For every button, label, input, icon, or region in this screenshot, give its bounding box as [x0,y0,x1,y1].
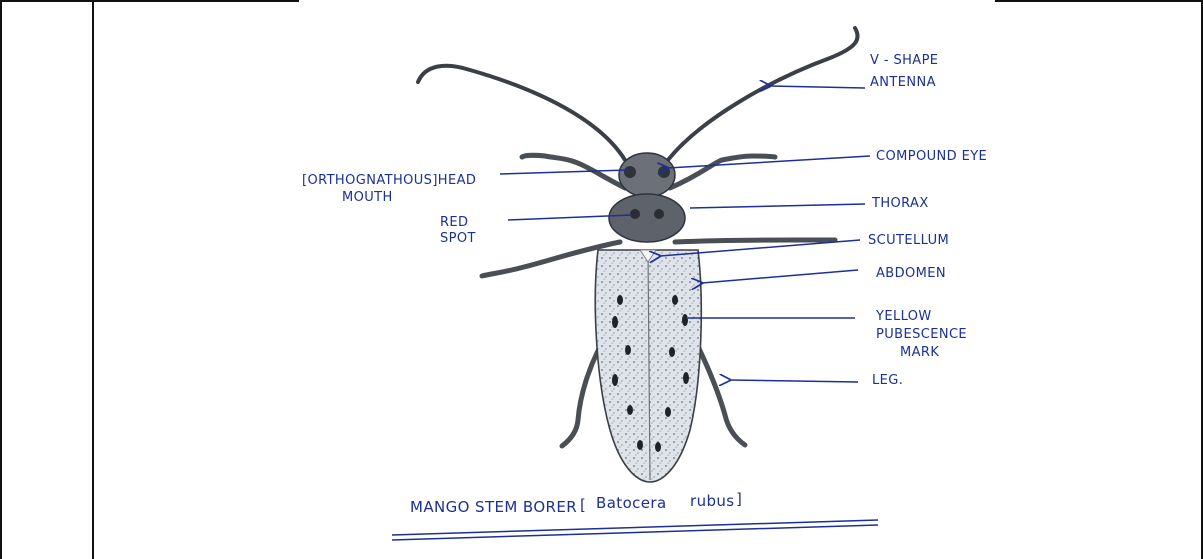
label-mouth: MOUTH [342,190,393,205]
label-antenna-line1: V - SHAPE [870,53,938,68]
label-scutellum: SCUTELLUM [868,233,949,248]
beetle-illustration [418,28,858,482]
label-abdomen: ABDOMEN [876,266,946,281]
label-red-spot-line2: SPOT [440,231,476,246]
label-red-spot-line1: RED [440,215,468,230]
thorax-pointer [690,204,865,208]
left-antenna [418,66,625,160]
label-antenna-line2: ANTENNA [870,75,936,90]
title-bracket-close: ] [736,490,742,508]
title-species: rubus [690,492,735,510]
title-common-name: MANGO STEM BORER [410,498,577,516]
label-yellow-line3: MARK [900,345,939,360]
right-antenna [668,28,858,160]
antenna-pointer [770,86,865,88]
middle-right-leg [675,240,835,242]
beetle-thorax [609,194,685,242]
label-yellow-line1: YELLOW [875,309,932,324]
head-pointer [500,170,628,174]
title-bracket-open: [ [580,496,586,514]
label-yellow-line2: PUBESCENCE [876,327,967,342]
leg-pointer [730,380,858,382]
front-right-leg [670,156,775,188]
label-thorax: THORAX [871,196,929,211]
label-head: [ORTHOGNATHOUS]HEAD [302,173,476,188]
abdomen-pointer [702,270,858,283]
label-compound-eye: COMPOUND EYE [876,149,987,164]
title-genus: Batocera [596,494,667,512]
label-leg: LEG. [872,373,903,388]
